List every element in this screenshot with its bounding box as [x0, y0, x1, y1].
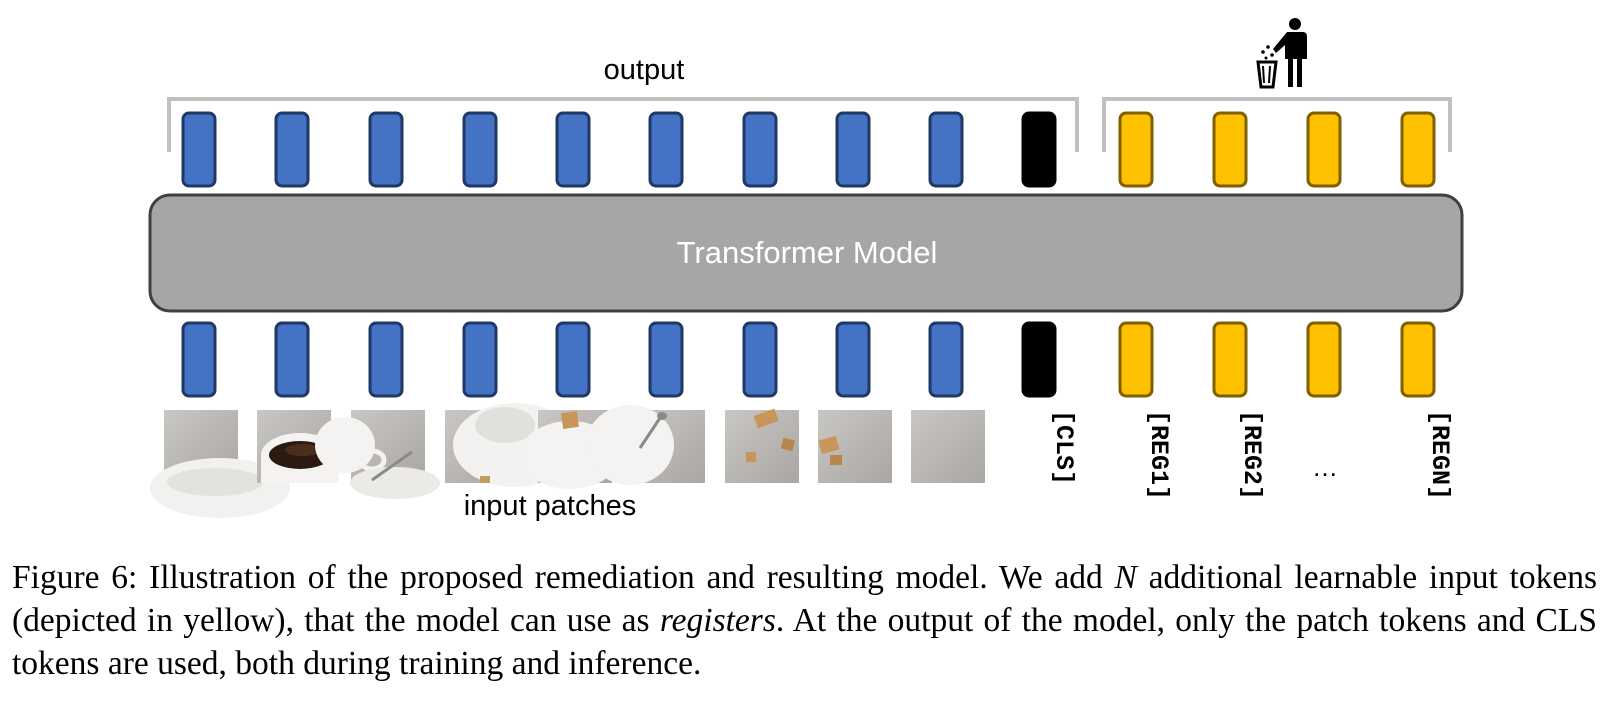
register-token — [1306, 111, 1342, 188]
transformer-model-box — [148, 193, 1464, 313]
patch-token — [274, 111, 310, 188]
input-token-row — [181, 321, 1436, 398]
patch-token — [835, 321, 871, 398]
person-trash-icon — [1256, 18, 1307, 89]
register-token — [1212, 321, 1248, 398]
register-token-label: [REGN] — [1425, 410, 1454, 500]
patch-token — [928, 111, 964, 188]
patch-token — [742, 321, 778, 398]
image-patch — [818, 410, 892, 483]
image-patch — [315, 410, 440, 499]
patch-token — [555, 111, 591, 188]
patch-token — [648, 321, 684, 398]
patch-token — [274, 321, 310, 398]
output-label: output — [604, 54, 685, 86]
patch-token — [742, 111, 778, 188]
transformer-model-label: Transformer Model — [677, 235, 938, 270]
patch-token — [835, 111, 871, 188]
register-token — [1118, 321, 1154, 398]
patch-token — [462, 111, 498, 188]
input-patches-label: input patches — [464, 490, 637, 522]
caption-variable: N — [1114, 559, 1137, 596]
patch-token — [648, 111, 684, 188]
model-diagram: output Transformer Model — [148, 18, 1464, 522]
output-bracket — [167, 97, 1079, 152]
register-token — [1306, 321, 1342, 398]
figure-caption: Figure 6: Illustration of the proposed r… — [12, 556, 1597, 685]
image-patch — [586, 405, 705, 485]
patch-token — [928, 321, 964, 398]
patch-token — [181, 111, 217, 188]
caption-prefix: Figure 6: Illustration of the proposed r… — [12, 559, 1115, 596]
patch-token — [368, 111, 404, 188]
cls-token — [1021, 321, 1057, 398]
cls-token-label: [CLS] — [1049, 410, 1078, 485]
image-patch — [150, 410, 290, 518]
register-token — [1212, 111, 1248, 188]
caption-emphasis: registers — [659, 602, 776, 639]
register-token — [1118, 111, 1154, 188]
patch-token — [368, 321, 404, 398]
image-patch — [725, 408, 799, 483]
caption-middle: additional learnable input tokens (depic… — [12, 559, 1597, 639]
register-token — [1400, 111, 1436, 188]
register-token-label: [REG1] — [1144, 410, 1173, 500]
output-token-row — [181, 111, 1436, 188]
cls-token — [1021, 111, 1057, 188]
ellipsis-label: … — [1312, 452, 1338, 482]
patch-token — [555, 321, 591, 398]
image-patch — [911, 410, 985, 483]
input-patch-row — [150, 403, 985, 518]
patch-token — [181, 321, 217, 398]
discard-bracket — [1102, 97, 1452, 152]
caption-suffix: . At the output of the model, only the p… — [12, 602, 1597, 682]
register-token-label: [REG2] — [1237, 410, 1266, 500]
patch-token — [462, 321, 498, 398]
register-token — [1400, 321, 1436, 398]
